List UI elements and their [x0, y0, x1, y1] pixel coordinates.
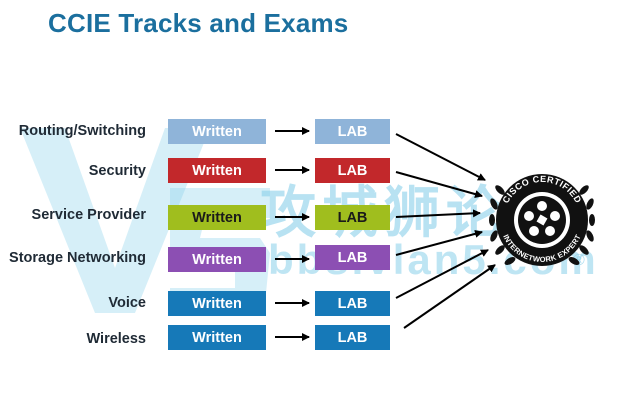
ccie-emblem: CISCO CERTIFIED INTERNETWORK EXPERT [489, 174, 595, 266]
lab-box-storage-networking: LAB [315, 245, 390, 270]
track-label-routing-switching: Routing/Switching [18, 123, 146, 139]
arrow-lab-to-ccie-service-provider [395, 209, 481, 218]
arrow-lab-to-ccie-wireless [403, 264, 496, 329]
written-box-routing-switching: Written [168, 119, 266, 144]
written-box-security: Written [168, 158, 266, 183]
track-label-security: Security [88, 163, 146, 179]
lab-box-routing-switching: LAB [315, 119, 390, 144]
slide-title: CCIE Tracks and Exams [48, 8, 349, 38]
track-label-service-provider: Service Provider [31, 207, 146, 223]
lab-box-security: LAB [315, 158, 390, 183]
track-label-wireless: Wireless [86, 331, 146, 347]
written-box-wireless: Written [168, 325, 266, 350]
written-box-storage-networking: Written [168, 247, 266, 272]
arrow-lab-to-ccie-voice [395, 249, 489, 299]
lab-box-voice: LAB [315, 291, 390, 316]
track-label-storage-networking: Storage Networking [9, 250, 146, 266]
written-box-voice: Written [168, 291, 266, 316]
arrow-lab-to-ccie-routing-switching [395, 133, 486, 181]
arrow-lab-to-ccie-storage-networking [395, 229, 483, 256]
written-box-service-provider: Written [168, 205, 266, 230]
watermark-registered-mark: ® [573, 252, 585, 269]
lab-box-wireless: LAB [315, 325, 390, 350]
arrow-lab-to-ccie-security [395, 171, 483, 198]
lab-box-service-provider: LAB [315, 205, 390, 230]
track-label-voice: Voice [108, 295, 146, 311]
